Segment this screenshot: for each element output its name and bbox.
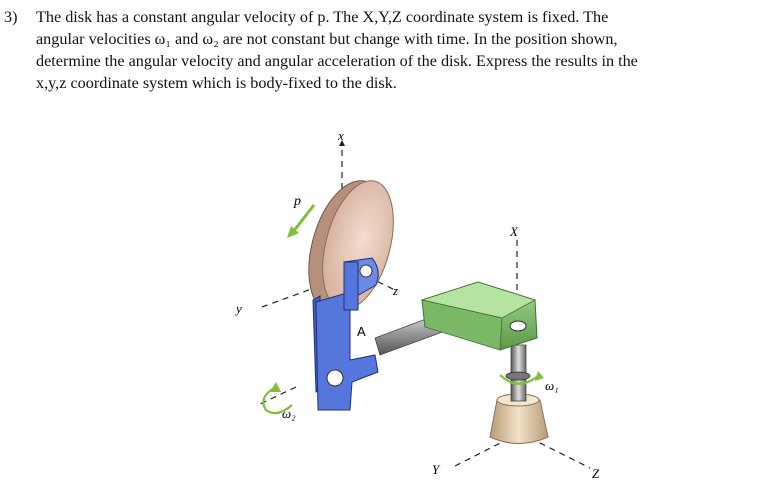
vertical-shaft [505,344,531,402]
label-z-body: z [392,283,398,298]
problem-line-1: The disk has a constant angular velocity… [36,8,609,26]
label-x-body: x [337,128,344,143]
green-arm [420,281,538,351]
label-p: p [293,194,301,209]
omega2-arrowhead [270,382,281,392]
p-arrowhead [287,226,299,238]
omega1-arrow [499,374,539,385]
x-axis-arrowhead [339,140,345,146]
label-y-body: y [234,301,242,316]
base-bearing [489,393,549,444]
label-Y-fixed: Y [432,462,441,477]
label-Z-fixed: Z [592,466,600,481]
label-omega2: ω₂ [282,406,296,421]
problem-line-3: determine the angular velocity and angul… [36,52,638,70]
label-A: A [357,324,366,339]
p-arrow [291,204,316,233]
omega2-arrow [262,387,293,415]
problem-line-2: angular velocities ω₁ and ω₂ are not con… [36,30,618,48]
label-X-fixed: X [509,224,519,239]
problem-line-4: x,y,z coordinate system which is body-fi… [36,74,397,92]
blue-fork [312,257,379,411]
problem-number: 3) [4,8,18,26]
omega1-arrowhead [535,371,544,381]
label-omega1: ω₁ [545,378,559,393]
